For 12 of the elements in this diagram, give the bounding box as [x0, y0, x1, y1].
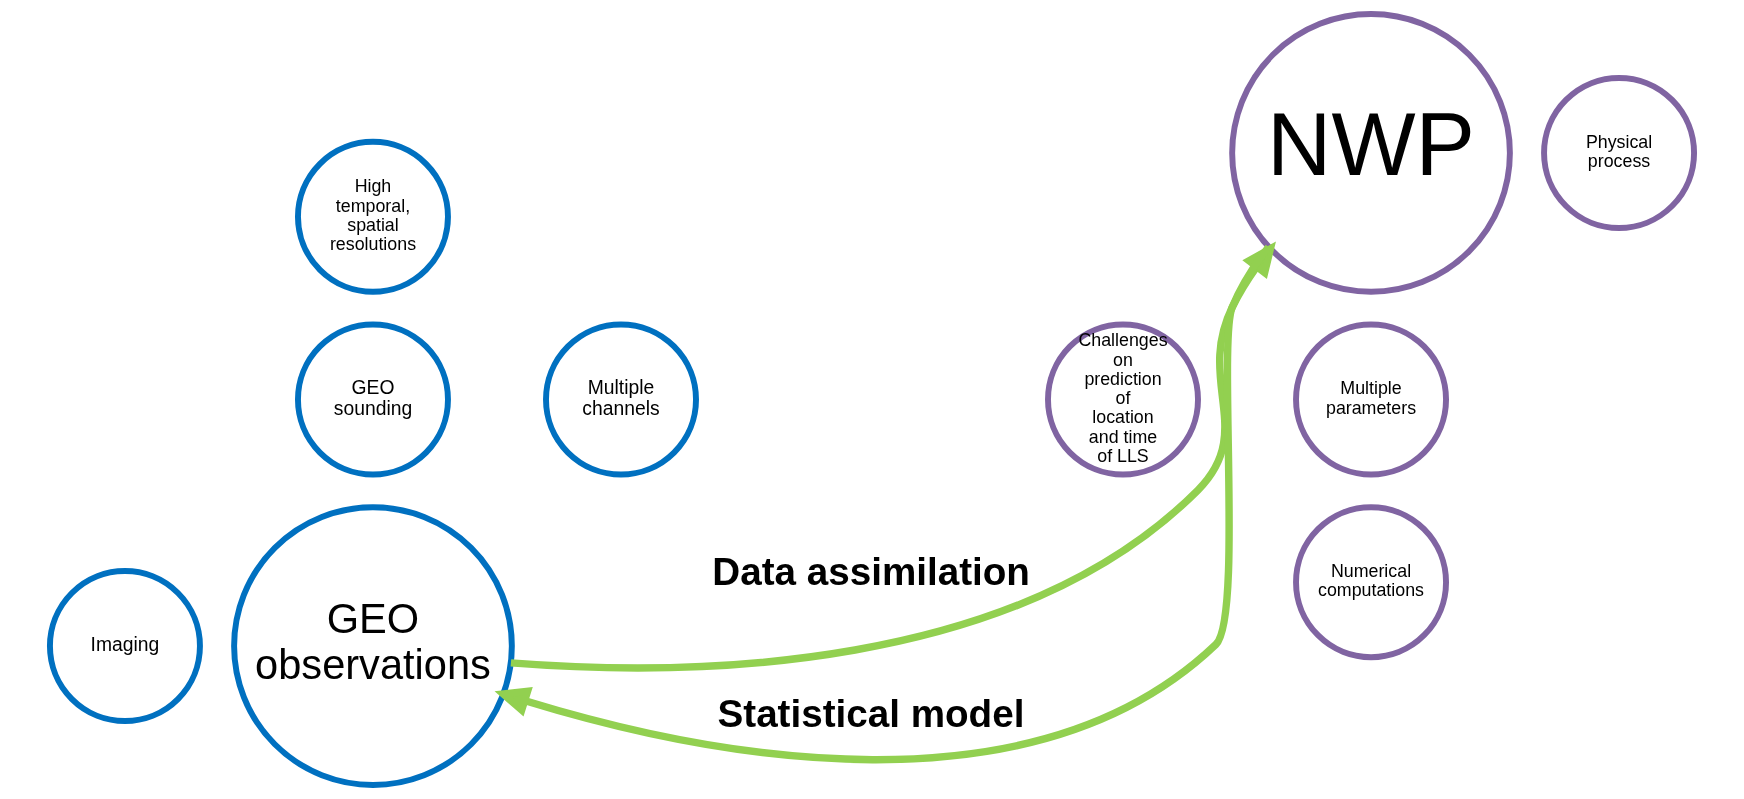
node-circle: Challenges on prediction of location and time of LLS	[1045, 321, 1201, 478]
node-circle: Imaging	[46, 568, 203, 724]
node-circle: GEO sounding	[295, 321, 451, 478]
node-circle: GEO observations	[231, 504, 515, 788]
node-circle: Multiple channels	[543, 321, 699, 478]
edge-label: Data assimilation	[712, 549, 1030, 593]
node-circle: Numerical computations	[1293, 504, 1449, 661]
edge-label: Statistical model	[717, 692, 1025, 736]
node-circle: High temporal, spatial resolutions	[295, 138, 451, 295]
node-circle: Multiple parameters	[1293, 321, 1449, 478]
node-circle: Physical process	[1541, 75, 1698, 231]
node-circle: NWP	[1229, 11, 1513, 295]
